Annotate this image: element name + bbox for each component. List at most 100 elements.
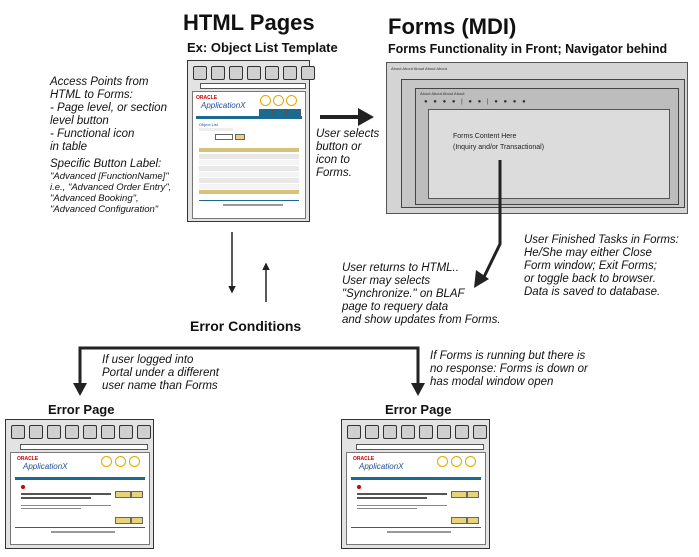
toolbar-button-icon xyxy=(419,425,433,439)
error-message xyxy=(21,497,91,499)
toolbar-button-icon xyxy=(65,425,79,439)
note-line: has modal window open xyxy=(430,376,554,388)
note-line: Form window; Exit Forms; xyxy=(524,260,657,272)
note-line: User returns to HTML.. xyxy=(342,262,459,274)
page-content: ORACLE ApplicationX xyxy=(346,452,486,545)
note-line: User Finished Tasks in Forms: xyxy=(524,234,679,246)
global-icon xyxy=(101,456,112,467)
oracle-logo: ORACLE xyxy=(196,95,218,101)
url-bar xyxy=(20,444,148,450)
table-row xyxy=(199,160,299,165)
note-line: no response: Forms is down or xyxy=(430,363,588,375)
toolbar-button-icon xyxy=(283,66,297,80)
toolbar-button-icon xyxy=(455,425,469,439)
error-icon xyxy=(357,485,361,489)
note-line: button or xyxy=(316,141,362,153)
app-name: ApplicationX xyxy=(23,462,68,471)
user-selects-note: User selects button or icon to Forms. xyxy=(316,128,379,180)
toolbar-button-icon xyxy=(193,66,207,80)
browser-toolbar xyxy=(193,66,315,80)
tab-bar xyxy=(196,116,302,119)
forms-toolbar: ● ● ● ● | ● ● | ● ● ● ● xyxy=(424,99,528,105)
toolbar-button-icon xyxy=(211,66,225,80)
note-line: level button xyxy=(50,115,109,127)
error-browser-right: ORACLE ApplicationX xyxy=(341,419,490,549)
note-line: Specific Button Label: xyxy=(50,158,162,170)
note-line: Access Points from xyxy=(50,76,149,88)
note-line: in table xyxy=(50,141,88,153)
error-page-left-title: Error Page xyxy=(48,402,115,417)
global-icon xyxy=(286,95,297,106)
note-line: If Forms is running but there is xyxy=(430,350,586,362)
ok-button xyxy=(467,517,479,524)
error-message xyxy=(21,493,111,495)
tab xyxy=(287,109,301,116)
mdi-menu-bar: About About About About About xyxy=(391,66,447,71)
content-label: Forms Content Here xyxy=(453,133,517,140)
table-header xyxy=(199,148,299,152)
global-icon xyxy=(451,456,462,467)
table-row xyxy=(199,178,299,183)
toolbar-button-icon xyxy=(365,425,379,439)
note-line: User selects xyxy=(316,128,380,140)
forms-mdi-mock: About About About About About About Abou… xyxy=(386,62,688,214)
tab-bar xyxy=(351,477,481,480)
table-footer xyxy=(199,190,299,194)
toolbar-button-icon xyxy=(383,425,397,439)
footer-rule xyxy=(15,527,145,528)
toolbar-button-icon xyxy=(47,425,61,439)
error-page-right-title: Error Page xyxy=(385,402,452,417)
return-arrow xyxy=(474,160,502,288)
url-bar xyxy=(356,444,484,450)
app-name: ApplicationX xyxy=(201,101,246,110)
app-name: ApplicationX xyxy=(359,462,404,471)
note-line: User may selects xyxy=(342,275,431,287)
html-browser-mock: ORACLE ApplicationX Object List xyxy=(187,60,315,222)
tab xyxy=(259,109,273,116)
search-field xyxy=(215,134,233,140)
footer-links xyxy=(387,531,451,533)
global-icon xyxy=(437,456,448,467)
error-browser-left: ORACLE ApplicationX xyxy=(5,419,154,549)
note-line: and show updates from Forms. xyxy=(342,314,501,326)
note-line: - Functional icon xyxy=(50,128,135,140)
table-row xyxy=(199,184,299,189)
toolbar-button-icon xyxy=(83,425,97,439)
footer-rule xyxy=(199,200,299,201)
page-content: ORACLE ApplicationX xyxy=(10,452,150,545)
toolbar-button-icon xyxy=(11,425,25,439)
error-branch xyxy=(73,346,425,396)
note-line: - Page level, or section xyxy=(50,102,167,114)
toolbar-button-icon xyxy=(401,425,415,439)
cancel-button xyxy=(451,491,467,498)
browser-toolbar xyxy=(347,425,487,439)
table-row xyxy=(199,166,299,171)
button-label-note: Specific Button Label: "Advanced [Functi… xyxy=(50,158,190,215)
access-points-note: Access Points from HTML to Forms: - Page… xyxy=(50,76,185,154)
toolbar-button-icon xyxy=(29,425,43,439)
error-message xyxy=(357,497,427,499)
forms-window: About About About About ● ● ● ● | ● ● | … xyxy=(415,88,679,205)
toolbar-button-icon xyxy=(301,66,315,80)
forms-menu-bar: About About About About xyxy=(420,91,465,96)
note-line: Data is saved to database. xyxy=(524,286,661,298)
note-line: HTML to Forms: xyxy=(50,89,133,101)
help-text xyxy=(357,508,417,509)
cancel-button xyxy=(451,517,467,524)
go-button xyxy=(235,134,245,140)
forms-title: Forms (MDI) xyxy=(388,14,517,39)
user-finished-note: User Finished Tasks in Forms: He/She may… xyxy=(524,234,679,299)
user-returns-note: User returns to HTML.. User may selects … xyxy=(342,262,501,327)
global-icon xyxy=(260,95,271,106)
error-message xyxy=(357,493,447,495)
global-icon xyxy=(465,456,476,467)
oracle-logo: ORACLE xyxy=(17,456,39,462)
url-bar xyxy=(200,83,306,89)
help-text xyxy=(21,505,111,506)
note-line: icon to xyxy=(316,154,350,166)
toolbar-button-icon xyxy=(137,425,151,439)
error-conditions-label: Error Conditions xyxy=(190,318,302,334)
ok-button xyxy=(131,517,143,524)
toolbar-button-icon xyxy=(437,425,451,439)
